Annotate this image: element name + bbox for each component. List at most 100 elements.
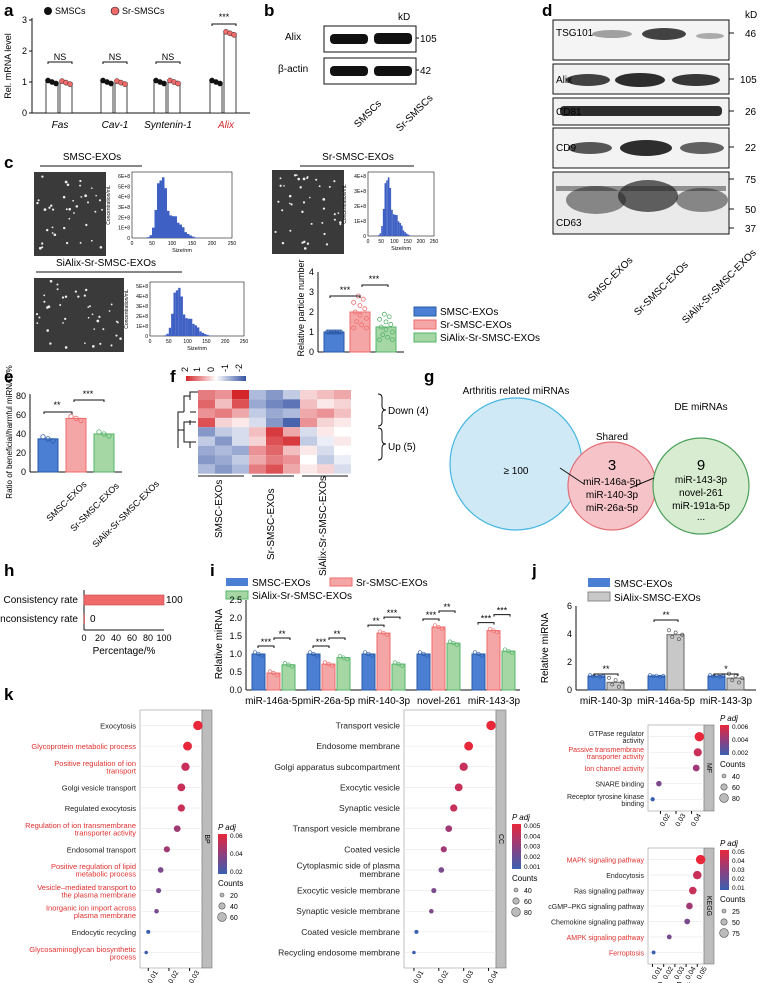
f-cluster-down: Down (4) — [388, 406, 429, 417]
j-dot-2-1-2 — [733, 674, 738, 678]
c-hist-bar-1-17 — [396, 215, 398, 236]
c-particle-1-35 — [290, 203, 293, 206]
c-particle-1-22 — [323, 232, 326, 236]
svg-text:1: 1 — [192, 367, 202, 372]
k-bp-term-9-1: plasma membrane — [74, 911, 136, 920]
svg-text:2.5: 2.5 — [229, 595, 242, 605]
e-sig-2: *** — [83, 389, 94, 399]
g-right-item-4: ... — [697, 512, 705, 523]
c-hist-ytick-2-0: 0 — [145, 334, 148, 340]
k-bp-count-dot-1 — [218, 902, 226, 910]
i-dot-3-1-0 — [432, 623, 438, 628]
k-bp-term-2-1: transport — [106, 767, 137, 776]
svg-text:6: 6 — [567, 601, 572, 611]
k-bp-term-1: Glycoprotein metabolic process — [31, 742, 136, 751]
e-dot-1-0 — [68, 413, 74, 419]
k-kegg-dot-5 — [666, 934, 672, 940]
svg-text:60: 60 — [127, 633, 137, 643]
svg-text:2: 2 — [309, 307, 314, 317]
svg-text:50: 50 — [745, 205, 757, 216]
k-kegg-count-dot-1 — [720, 918, 728, 926]
panel-b: kD Alix β-actin 105 42 SMSCs Sr-SMSCs — [278, 12, 437, 134]
k-kegg-xlabel: GeneRatio — [657, 981, 696, 983]
k-cc-dot-4 — [450, 804, 458, 812]
k-cc-term-1: Endosome membrane — [316, 741, 400, 751]
c-particle-2-7 — [96, 319, 100, 323]
c-particle-2-18 — [99, 342, 102, 345]
d-kd-labels: 46 105 26 22 75 50 37 — [729, 29, 757, 235]
g-right-item-3: miR-191a-5p — [672, 501, 730, 512]
k-mf-padj-tick-2: 0.002 — [732, 750, 749, 757]
b-band-alix-sr — [374, 33, 412, 44]
c-hist-bar-1-13 — [389, 187, 392, 236]
c-hist-ytick-0-3: 3E+8 — [118, 205, 130, 211]
c-hist-bar-0-11 — [159, 180, 162, 238]
c-particle-0-3 — [62, 195, 66, 199]
k-bp-dot-0 — [193, 720, 203, 731]
j-dot-1-0-4 — [661, 674, 666, 678]
i-bar-3-2 — [446, 642, 461, 691]
k-cc-xtick-2: 0.03 — [462, 970, 475, 983]
g-left-title: Arthritis related miRNAs — [463, 386, 570, 397]
k-kegg-term-5: AMPK signaling pathway — [567, 935, 645, 942]
f-cell-8-3 — [249, 464, 266, 474]
c-particle-2-10 — [102, 328, 105, 331]
f-cell-6-0 — [198, 445, 215, 456]
c-particle-0-22 — [65, 208, 68, 211]
a-bars — [45, 29, 237, 114]
i-bracket-b-1 — [328, 637, 346, 640]
i-sig-b-1: ** — [333, 629, 341, 639]
k-cc-count-tick-2: 80 — [524, 910, 532, 917]
c-particle-2-24 — [74, 290, 77, 293]
k-kegg-dot-0 — [695, 854, 706, 865]
h-val-1: 100 — [166, 595, 183, 606]
c-particle-2-38 — [93, 328, 96, 330]
c-particle-0-4 — [79, 179, 82, 183]
c-particle-0-31 — [64, 180, 68, 184]
j-dot-1-0-2 — [654, 673, 659, 678]
i-bar-4-1 — [486, 630, 501, 691]
k-bp-padj-tick-1: 0.04 — [230, 851, 243, 858]
c-particle-2-17 — [47, 305, 51, 309]
c-hist-ytick-1-0: 0 — [363, 234, 366, 240]
g-mid-title: Shared — [596, 432, 628, 443]
c-legend: SMSC-EXOs Sr-SMSC-EXOs SiAlix-Sr-SMSC-EX… — [413, 306, 540, 344]
f-cell-0-3 — [249, 390, 266, 400]
c-particle-1-17 — [301, 210, 304, 214]
c-particle-0-0 — [68, 217, 71, 220]
c-particle-1-38 — [333, 180, 336, 183]
c-particle-1-8 — [321, 221, 324, 224]
svg-text:2: 2 — [22, 46, 27, 56]
f-cell-1-5 — [283, 399, 300, 409]
c-particle-1-34 — [279, 184, 282, 187]
f-cell-4-0 — [198, 427, 215, 437]
k-bp-count-dot-0 — [219, 892, 225, 898]
c-dot-2-3 — [381, 311, 387, 317]
c-hist-bar-1-25 — [409, 235, 411, 236]
c-dot-1-2 — [363, 315, 369, 321]
c-particle-2-9 — [49, 342, 52, 345]
f-cell-1-8 — [334, 399, 351, 409]
k-cc-frame — [403, 709, 497, 969]
c-particle-2-26 — [83, 294, 86, 297]
c-hist-xlabel-0: Size/nm — [172, 248, 192, 254]
f-group-3: SiAlix-Sr-SMSC-EXOs — [318, 476, 329, 576]
c-hist-bar-2-17 — [189, 318, 193, 336]
k-mf-dot-0 — [694, 732, 705, 742]
c-dot-1-0 — [351, 325, 357, 331]
c-hist-bar-2-14 — [182, 314, 186, 336]
j-yticks: 0 2 4 6 — [567, 601, 572, 695]
c-particle-0-15 — [94, 210, 97, 213]
c-particle-2-31 — [92, 345, 95, 348]
k-cc-dot-0 — [486, 720, 496, 731]
k-kegg-xtick-1: 0.02 — [662, 966, 675, 981]
panel-a: SMSCs Sr-SMSCs 0 1 2 3 Rel. mRNA level N… — [3, 6, 250, 131]
i-dot-2-1-1 — [381, 630, 386, 636]
i-dot-3-1-1 — [436, 624, 441, 630]
c-hist-xtick-1-1: 50 — [378, 239, 384, 245]
g-right-title: DE miRNAs — [674, 402, 727, 413]
c-hist-xtick-1-3: 150 — [403, 239, 412, 245]
k-bp-term-10: Endocytic recycling — [72, 928, 136, 937]
c-hist-bar-0-17 — [174, 216, 177, 238]
f-cell-7-0 — [198, 455, 215, 465]
